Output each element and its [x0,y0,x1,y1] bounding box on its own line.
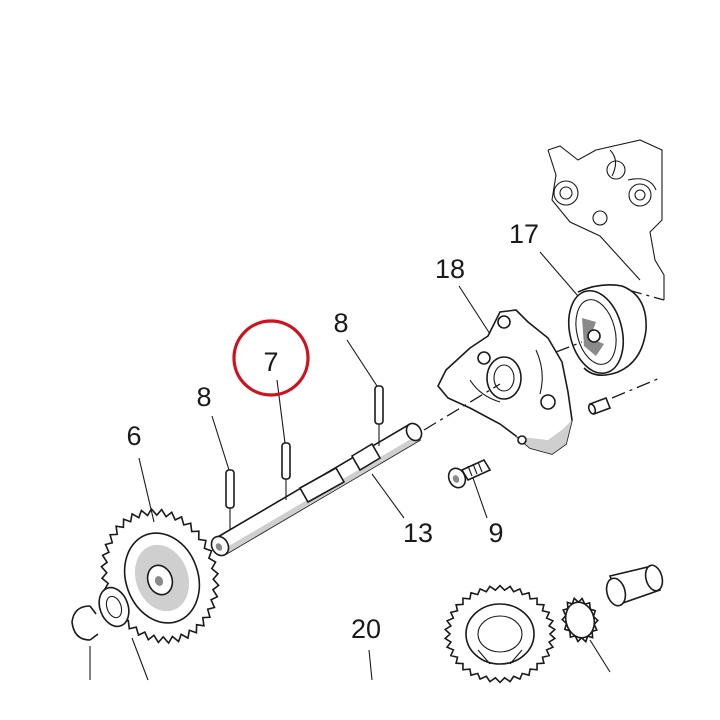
engine-case-part [547,139,665,301]
circlip-part [71,605,99,641]
callout-8-left[interactable]: 8 [196,382,211,412]
leader-6 [138,457,155,523]
leader-8b [346,339,378,387]
washer-part [98,586,130,628]
leader-17 [539,251,579,297]
callout-9[interactable]: 9 [488,518,503,548]
callout-13[interactable]: 13 [403,518,433,548]
leader-7 [276,379,286,444]
leader-20 [368,649,373,681]
leader-9 [472,477,488,519]
leader-lines [89,251,579,681]
pin-part-left [225,469,235,530]
callout-17[interactable]: 17 [509,219,539,249]
callout-20[interactable]: 20 [351,614,381,644]
leader-18 [458,285,491,335]
small-pin-part [587,377,661,416]
callout-18[interactable]: 18 [435,254,465,284]
pin-part-right [374,385,384,446]
bearing-part [561,564,664,673]
pump-cover-part [437,309,573,455]
callout-8-right[interactable]: 8 [333,308,348,338]
lower-gear-part [443,584,557,684]
shaft-part [210,383,501,557]
callout-7[interactable]: 7 [263,347,278,377]
leader-washer [131,637,149,681]
oil-pump-rotor-part [555,284,647,376]
callout-6[interactable]: 6 [126,421,141,451]
leader-8a [211,415,230,471]
leader-13 [371,473,405,519]
pin-part-center [281,442,291,500]
screw-part [447,458,492,489]
gear-part [100,507,220,645]
highlight-ring-callout-7 [232,319,310,397]
